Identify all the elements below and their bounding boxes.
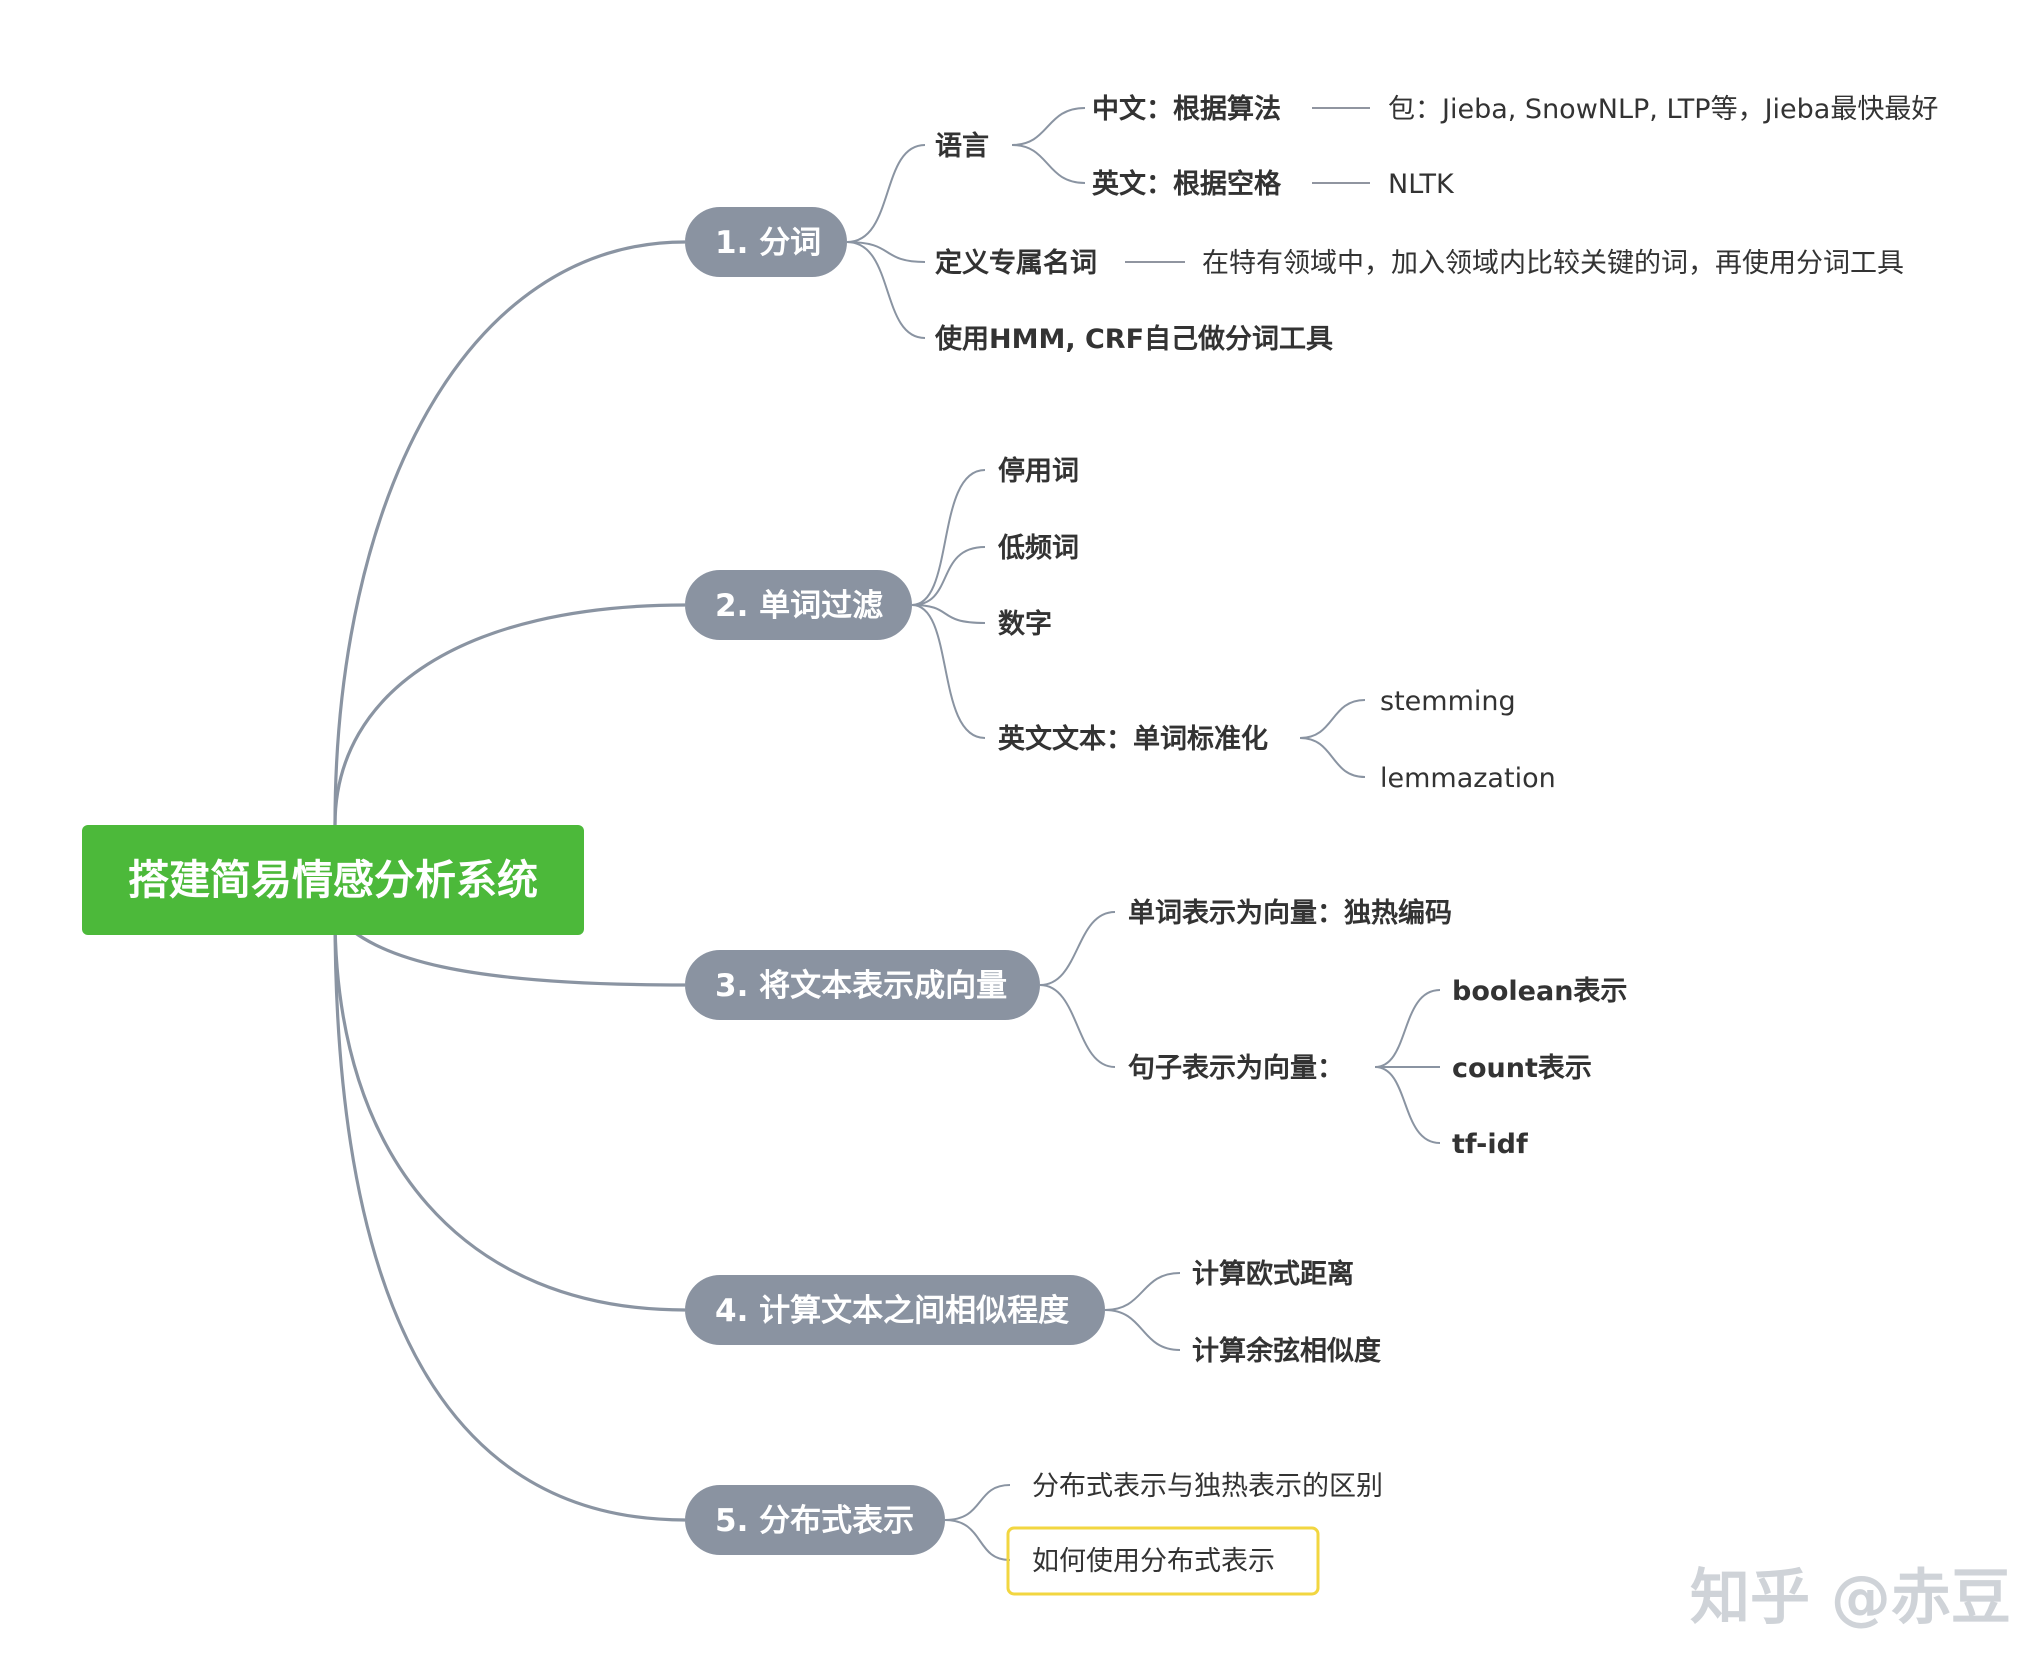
connector-b4-euclidean [1104, 1272, 1181, 1311]
connector-b4-cosine [1104, 1309, 1181, 1351]
node-english-by-space[interactable]: 英文：根据空格 [1092, 168, 1282, 200]
node-cosine-similarity[interactable]: 计算余弦相似度 [1192, 1335, 1381, 1367]
node-sentence-vector[interactable]: 句子表示为向量： [1128, 1052, 1344, 1084]
connector-b2-numbers [911, 604, 986, 624]
connector-sentence-boolean [1374, 989, 1441, 1068]
root-node[interactable]: 搭建简易情感分析系统 [82, 825, 584, 935]
branch-node-5-label: 5. 分布式表示 [715, 1503, 914, 1539]
node-euclidean-distance[interactable]: 计算欧式距离 [1192, 1258, 1354, 1290]
node-chinese-by-algorithm[interactable]: 中文：根据算法 [1092, 93, 1281, 125]
branch-node-1-box [685, 207, 847, 277]
connector-language-english [1011, 144, 1086, 184]
connector-b1-proper-nouns [846, 241, 926, 263]
connector-b3-word-vector [1039, 911, 1116, 986]
branch-node-1[interactable]: 1. 分词 [685, 207, 847, 277]
node-count[interactable]: count表示 [1452, 1053, 1592, 1084]
node-distributed-vs-onehot[interactable]: 分布式表示与独热表示的区别 [1032, 1471, 1383, 1502]
branch-node-5[interactable]: 5. 分布式表示 [685, 1485, 945, 1555]
node-boolean[interactable]: boolean表示 [1452, 976, 1627, 1007]
connector-language-chinese [1011, 107, 1086, 146]
connector-b1-language [846, 144, 926, 243]
note-english-nltk: NLTK [1388, 169, 1455, 200]
connector-b5-howto [944, 1519, 1011, 1561]
connector-b2-lowfreq [911, 546, 986, 606]
node-define-proper-nouns[interactable]: 定义专属名词 [935, 247, 1097, 279]
connector-b2-normalize [911, 604, 986, 739]
branch-node-2[interactable]: 2. 单词过滤 [685, 570, 912, 640]
node-how-to-use-distributed-label: 如何使用分布式表示 [1032, 1546, 1275, 1577]
branch-node-4-label: 4. 计算文本之间相似程度 [715, 1293, 1069, 1329]
node-lemmazation[interactable]: lemmazation [1380, 763, 1556, 794]
connector-root-branch-2 [333, 603, 686, 826]
watermark: 知乎 @赤豆 [1690, 1563, 2011, 1633]
branch-node-2-box [685, 570, 912, 640]
branch-node-3[interactable]: 3. 将文本表示成向量 [685, 950, 1040, 1020]
node-english-normalization[interactable]: 英文文本：单词标准化 [998, 723, 1268, 755]
connector-normalize-lemmazation [1299, 737, 1366, 778]
connector-sentence-tfidf [1374, 1066, 1441, 1144]
node-stopwords[interactable]: 停用词 [998, 455, 1079, 487]
note-chinese-packages: 包：Jieba, SnowNLP, LTP等，Jieba最快最好 [1388, 94, 1938, 125]
node-how-to-use-distributed[interactable]: 如何使用分布式表示 [1006, 1526, 1320, 1596]
branch-node-4[interactable]: 4. 计算文本之间相似程度 [685, 1275, 1105, 1345]
node-language[interactable]: 语言 [935, 131, 989, 162]
node-hmm-crf-tool[interactable]: 使用HMM, CRF自己做分词工具 [934, 323, 1333, 355]
connector-root-branch-5 [333, 914, 686, 1522]
root-node-label: 搭建简易情感分析系统 [128, 856, 538, 904]
connector-b5-difference [944, 1484, 1011, 1521]
node-numbers[interactable]: 数字 [998, 608, 1052, 640]
root-node-box [82, 825, 584, 935]
connector-lines [333, 107, 1441, 1561]
branch-node-1-label: 1. 分词 [715, 225, 821, 261]
connector-root-branch-4 [333, 914, 686, 1312]
node-stemming[interactable]: stemming [1380, 686, 1516, 717]
note-proper-nouns: 在特有领域中，加入领域内比较关键的词，再使用分词工具 [1202, 248, 1904, 279]
node-word-vector-onehot[interactable]: 单词表示为向量：独热编码 [1128, 897, 1452, 929]
connector-root-branch-1 [333, 240, 686, 826]
node-tf-idf[interactable]: tf-idf [1452, 1129, 1528, 1160]
branch-node-3-box [685, 950, 1040, 1020]
branch-node-5-box [685, 1485, 945, 1555]
connector-b1-hmm [846, 241, 926, 339]
branch-node-3-label: 3. 将文本表示成向量 [715, 968, 1007, 1004]
branch-node-2-label: 2. 单词过滤 [715, 588, 883, 624]
branch-node-4-box [685, 1275, 1105, 1345]
selection-highlight [1006, 1526, 1320, 1596]
node-low-frequency[interactable]: 低频词 [997, 533, 1079, 564]
connector-b2-stopwords [911, 469, 986, 606]
connector-normalize-stemming [1299, 699, 1366, 739]
connector-b3-sentence-vector [1039, 984, 1116, 1068]
